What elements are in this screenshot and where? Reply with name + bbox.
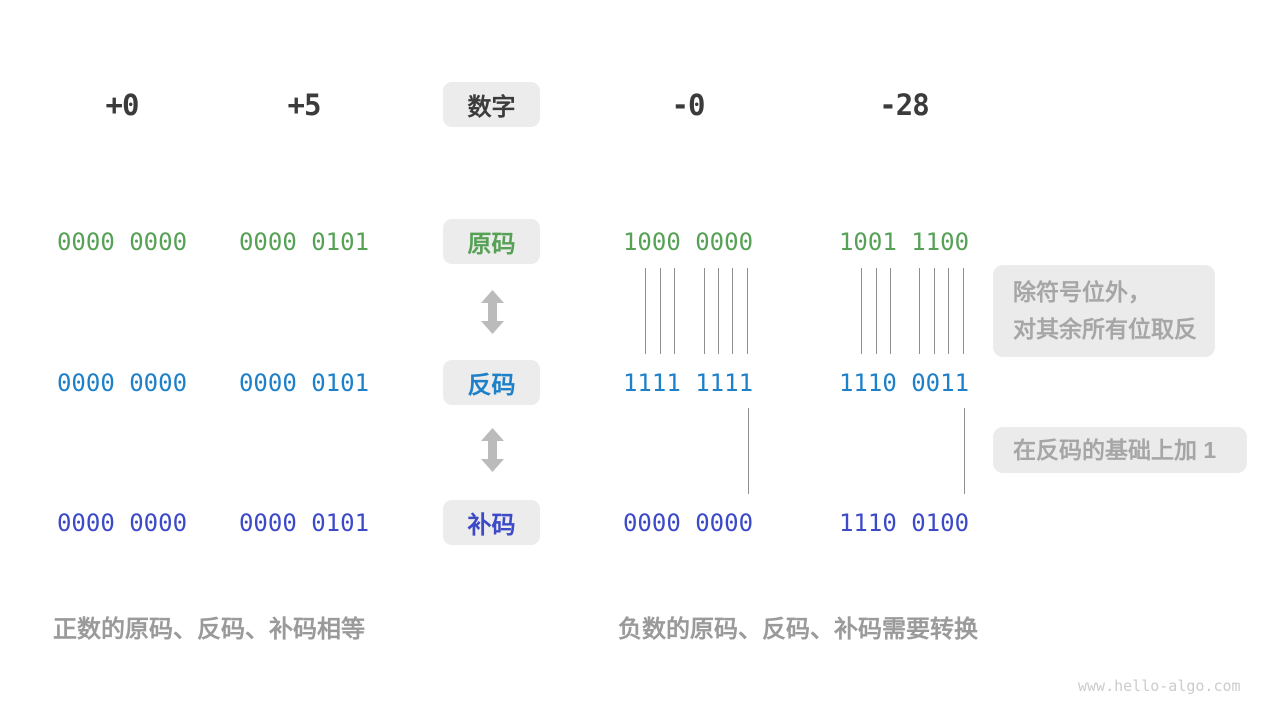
twos-complement-badge: 补码: [443, 500, 540, 545]
column-header-neg-twentyeight: -28: [879, 88, 929, 122]
sign-magnitude-pos-zero: 0000 0000: [56, 228, 188, 256]
twos-complement-neg-zero: 0000 0000: [622, 509, 754, 537]
bit-connector-line: [919, 268, 920, 354]
column-header-pos-zero: +0: [105, 88, 140, 122]
ones-complement-neg-twentyeight: 1110 0011: [838, 369, 970, 397]
bit-connector-line: [861, 268, 862, 354]
column-header-neg-zero: -0: [671, 88, 706, 122]
add-one-connector-line-neg-twentyeight: [964, 408, 965, 494]
sign-magnitude-neg-zero: 1000 0000: [622, 228, 754, 256]
bit-connector-line: [718, 268, 719, 354]
sign-magnitude-label: 原码: [467, 231, 516, 258]
sign-magnitude-neg-twentyeight: 1001 1100: [838, 228, 970, 256]
bit-connector-line: [963, 268, 964, 354]
ones-complement-neg-zero: 1111 1111: [622, 369, 754, 397]
add-one-connector-line-neg-zero: [748, 408, 749, 494]
double-arrow-icon: [481, 428, 504, 472]
column-header-pos-five: +5: [287, 88, 322, 122]
ones-complement-label: 反码: [467, 372, 516, 399]
add-one-note: 在反码的基础上加 1: [993, 427, 1247, 473]
positive-numbers-caption: 正数的原码、反码、补码相等: [53, 616, 365, 643]
twos-complement-neg-twentyeight: 1110 0100: [838, 509, 970, 537]
invert-bits-note: 除符号位外， 对其余所有位取反: [993, 265, 1215, 357]
bit-connector-line: [934, 268, 935, 354]
sign-magnitude-pos-five: 0000 0101: [238, 228, 370, 256]
bit-connector-line: [948, 268, 949, 354]
bit-connector-line: [732, 268, 733, 354]
invert-bits-note-line2: 对其余所有位取反: [1013, 316, 1197, 342]
double-arrow-icon: [481, 290, 504, 334]
invert-bits-note-line1: 除符号位外，: [1013, 279, 1151, 305]
twos-complement-label: 补码: [467, 512, 516, 539]
number-row-label: 数字: [467, 94, 516, 121]
number-row-badge: 数字: [443, 82, 540, 127]
negative-numbers-caption: 负数的原码、反码、补码需要转换: [618, 616, 978, 643]
sign-magnitude-badge: 原码: [443, 219, 540, 264]
bit-connector-line: [747, 268, 748, 354]
site-watermark: www.hello-algo.com: [1078, 677, 1241, 695]
ones-complement-pos-five: 0000 0101: [238, 369, 370, 397]
bit-connector-line: [674, 268, 675, 354]
ones-complement-badge: 反码: [443, 360, 540, 405]
bit-connector-line: [645, 268, 646, 354]
bit-connector-line: [660, 268, 661, 354]
ones-complement-pos-zero: 0000 0000: [56, 369, 188, 397]
bit-connector-line: [876, 268, 877, 354]
bit-connector-line: [890, 268, 891, 354]
twos-complement-pos-zero: 0000 0000: [56, 509, 188, 537]
twos-complement-pos-five: 0000 0101: [238, 509, 370, 537]
bit-connector-line: [704, 268, 705, 354]
